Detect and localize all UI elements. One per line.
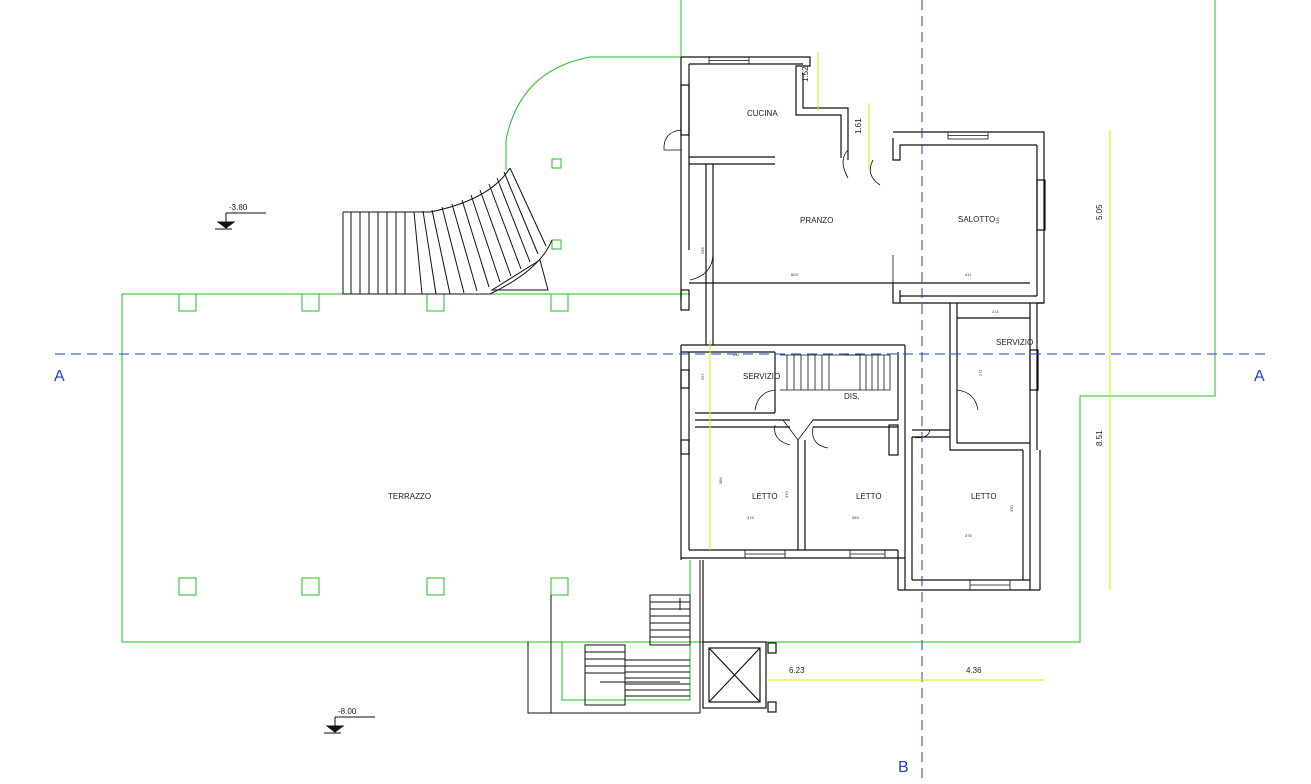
- room-letto-3: LETTO: [971, 492, 997, 501]
- room-letto-1: LETTO: [752, 492, 778, 501]
- outdoor-stairs: [527, 560, 701, 714]
- idim-servizi-w: 214: [992, 309, 999, 314]
- room-cucina: CUCINA: [747, 109, 778, 118]
- room-servizi-left: SERVIZIO: [743, 372, 780, 381]
- level-marker-upper: [215, 212, 266, 230]
- room-salotto: SALOTTO: [958, 215, 995, 224]
- idim-letto2-w: 383: [852, 515, 859, 520]
- dim-5-05: 5.05: [1095, 204, 1104, 220]
- idim-letto3-w: 376: [965, 533, 972, 538]
- dim-8-51: 8.51: [1095, 430, 1104, 446]
- idim-serv-left-w: 237: [733, 352, 740, 357]
- dim-1-52: 1.52: [801, 66, 810, 82]
- elevator: [702, 560, 777, 713]
- idim-servizi-h: 271: [978, 369, 983, 376]
- idim-letto3-h: 330: [1009, 505, 1014, 512]
- dim-6-23: 6.23: [789, 666, 805, 675]
- dim-4-36: 4.36: [966, 666, 982, 675]
- room-pranzo: PRANZO: [800, 216, 833, 225]
- idim-pranzo-w: 603: [791, 272, 798, 277]
- curved-staircase: [342, 167, 553, 295]
- room-dis: DIS.: [844, 392, 860, 401]
- room-terrazzo: TERRAZZO: [388, 492, 431, 501]
- idim-letto1-h: 386: [718, 477, 723, 484]
- section-axes: [55, 0, 1265, 784]
- house-walls: [680, 56, 1046, 591]
- dim-1-61: 1.61: [854, 118, 863, 134]
- section-a-right: A: [1254, 368, 1265, 385]
- level-upper-label: -3.80: [229, 203, 248, 212]
- idim-letto1-w: 376: [747, 515, 754, 520]
- doors: [663, 129, 979, 449]
- section-b-bottom: B: [898, 759, 909, 776]
- idim-salotto-h: 345: [995, 217, 1000, 224]
- room-letto-2: LETTO: [856, 492, 882, 501]
- dimension-lines: [709, 52, 1111, 681]
- level-marker-lower: [324, 716, 375, 734]
- inner-staircase: [780, 354, 891, 391]
- section-a-left: A: [54, 368, 65, 385]
- idim-pranzo-h: 256: [700, 247, 705, 254]
- idim-salotto-w: 411: [965, 272, 972, 277]
- room-servizi-right: SERVIZIO: [996, 338, 1033, 347]
- idim-serv-left-h: 257: [700, 373, 705, 380]
- level-lower-label: -8.00: [338, 707, 357, 716]
- windows: [708, 56, 1011, 591]
- idim-letto2-h: 370: [784, 491, 789, 498]
